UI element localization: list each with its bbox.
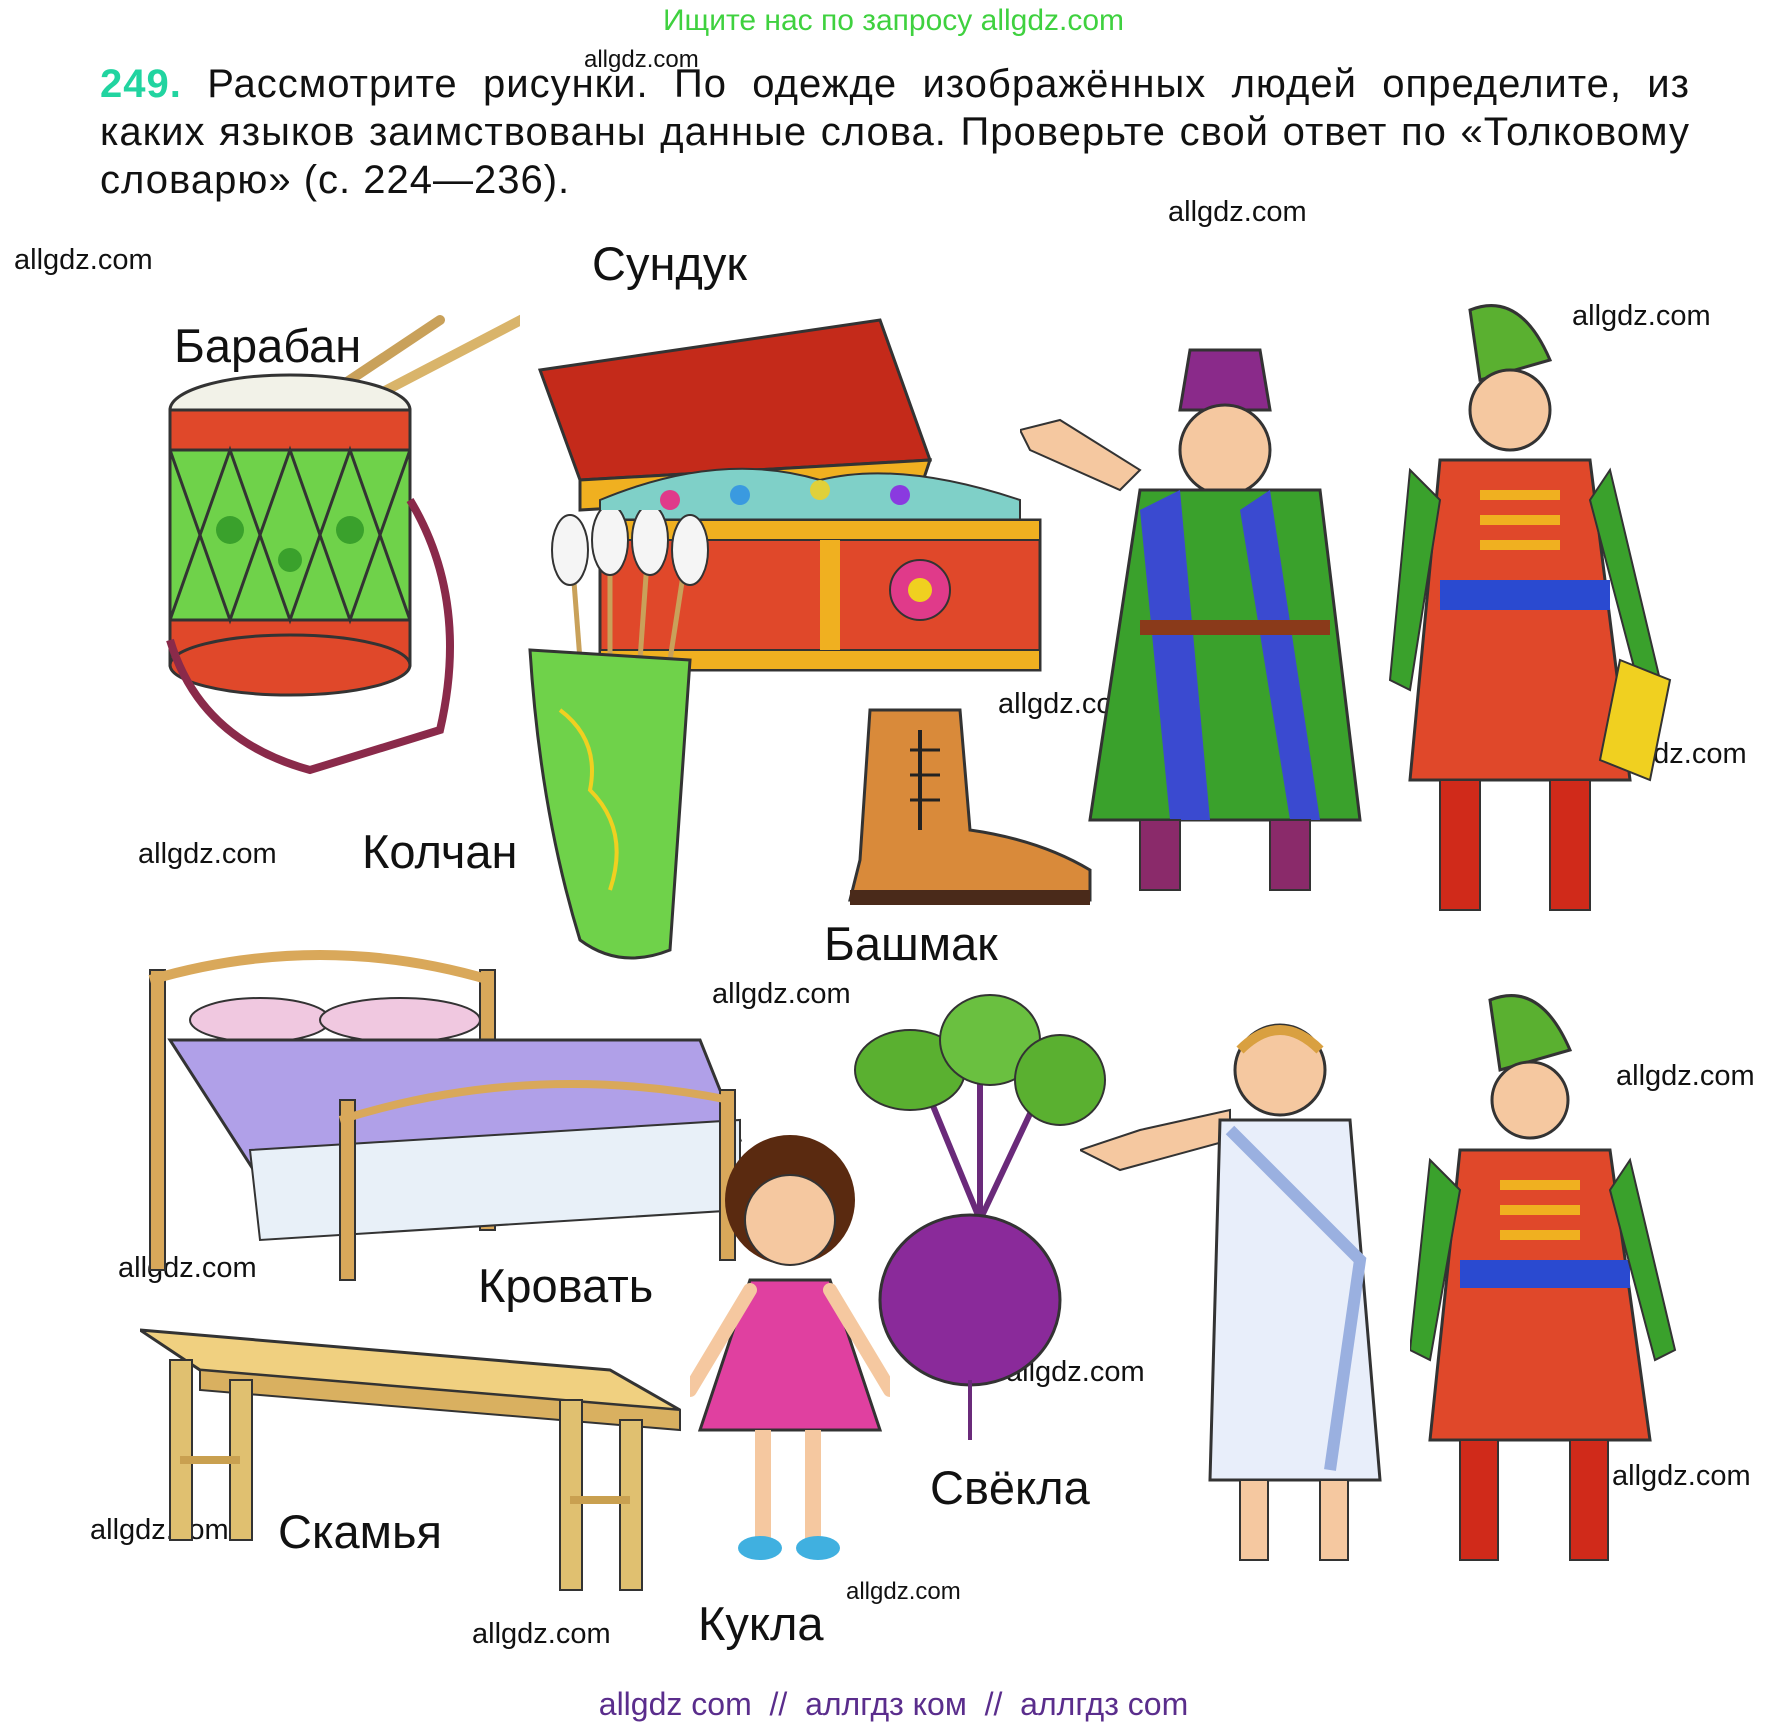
beet-illustration [854,994,1106,1440]
label-bench: Скамья [278,1505,442,1558]
label-bed: Кровать [478,1259,654,1312]
watermark: allgdz.com [14,244,153,276]
quiver-illustration [528,510,709,960]
russian-man-illustration [1388,304,1672,911]
watermark: allgdz.com [1572,300,1711,332]
footer-text: allgdz com // аллгдз ком // аллгдз com [598,1686,1189,1722]
label-quiver: Колчан [362,825,518,878]
greek-man-illustration [1080,1023,1382,1561]
watermark: allgdz.com [712,978,851,1010]
bed-illustration [148,950,743,1281]
top-banner: Ищите нас по запросу allgdz.com [662,4,1125,37]
label-drum: Барабан [174,319,362,372]
watermark: allgdz.com [1612,1460,1751,1492]
task-text: 249. Рассмотрите рисунки. По одежде изоб… [100,60,1690,204]
watermark: allgdz.com [584,46,699,73]
watermark: allgdz.com [1616,1060,1755,1092]
eastern-man-illustration [1020,348,1362,891]
watermark: allgdz.com [90,1514,229,1546]
label-doll: Кукла [698,1597,824,1650]
doll-illustration [690,1135,890,1560]
watermark: allgdz.com [1168,196,1307,228]
task-number: 249. [100,62,182,106]
label-chest: Сундук [592,237,747,290]
label-boot: Башмак [824,917,998,970]
boot-illustration [848,708,1092,905]
drum-illustration [166,314,520,775]
bench-illustration [140,1328,681,1591]
watermark: allgdz.com [118,1252,257,1284]
russian-man-2-illustration [1410,994,1677,1561]
watermark: allgdz.com [472,1618,611,1650]
watermark: allgdz.com [138,838,277,870]
label-beet: Свёкла [930,1461,1090,1514]
task-body: Рассмотрите рисунки. По одежде изображён… [100,62,1690,202]
watermark: allgdz.com [846,1578,961,1605]
